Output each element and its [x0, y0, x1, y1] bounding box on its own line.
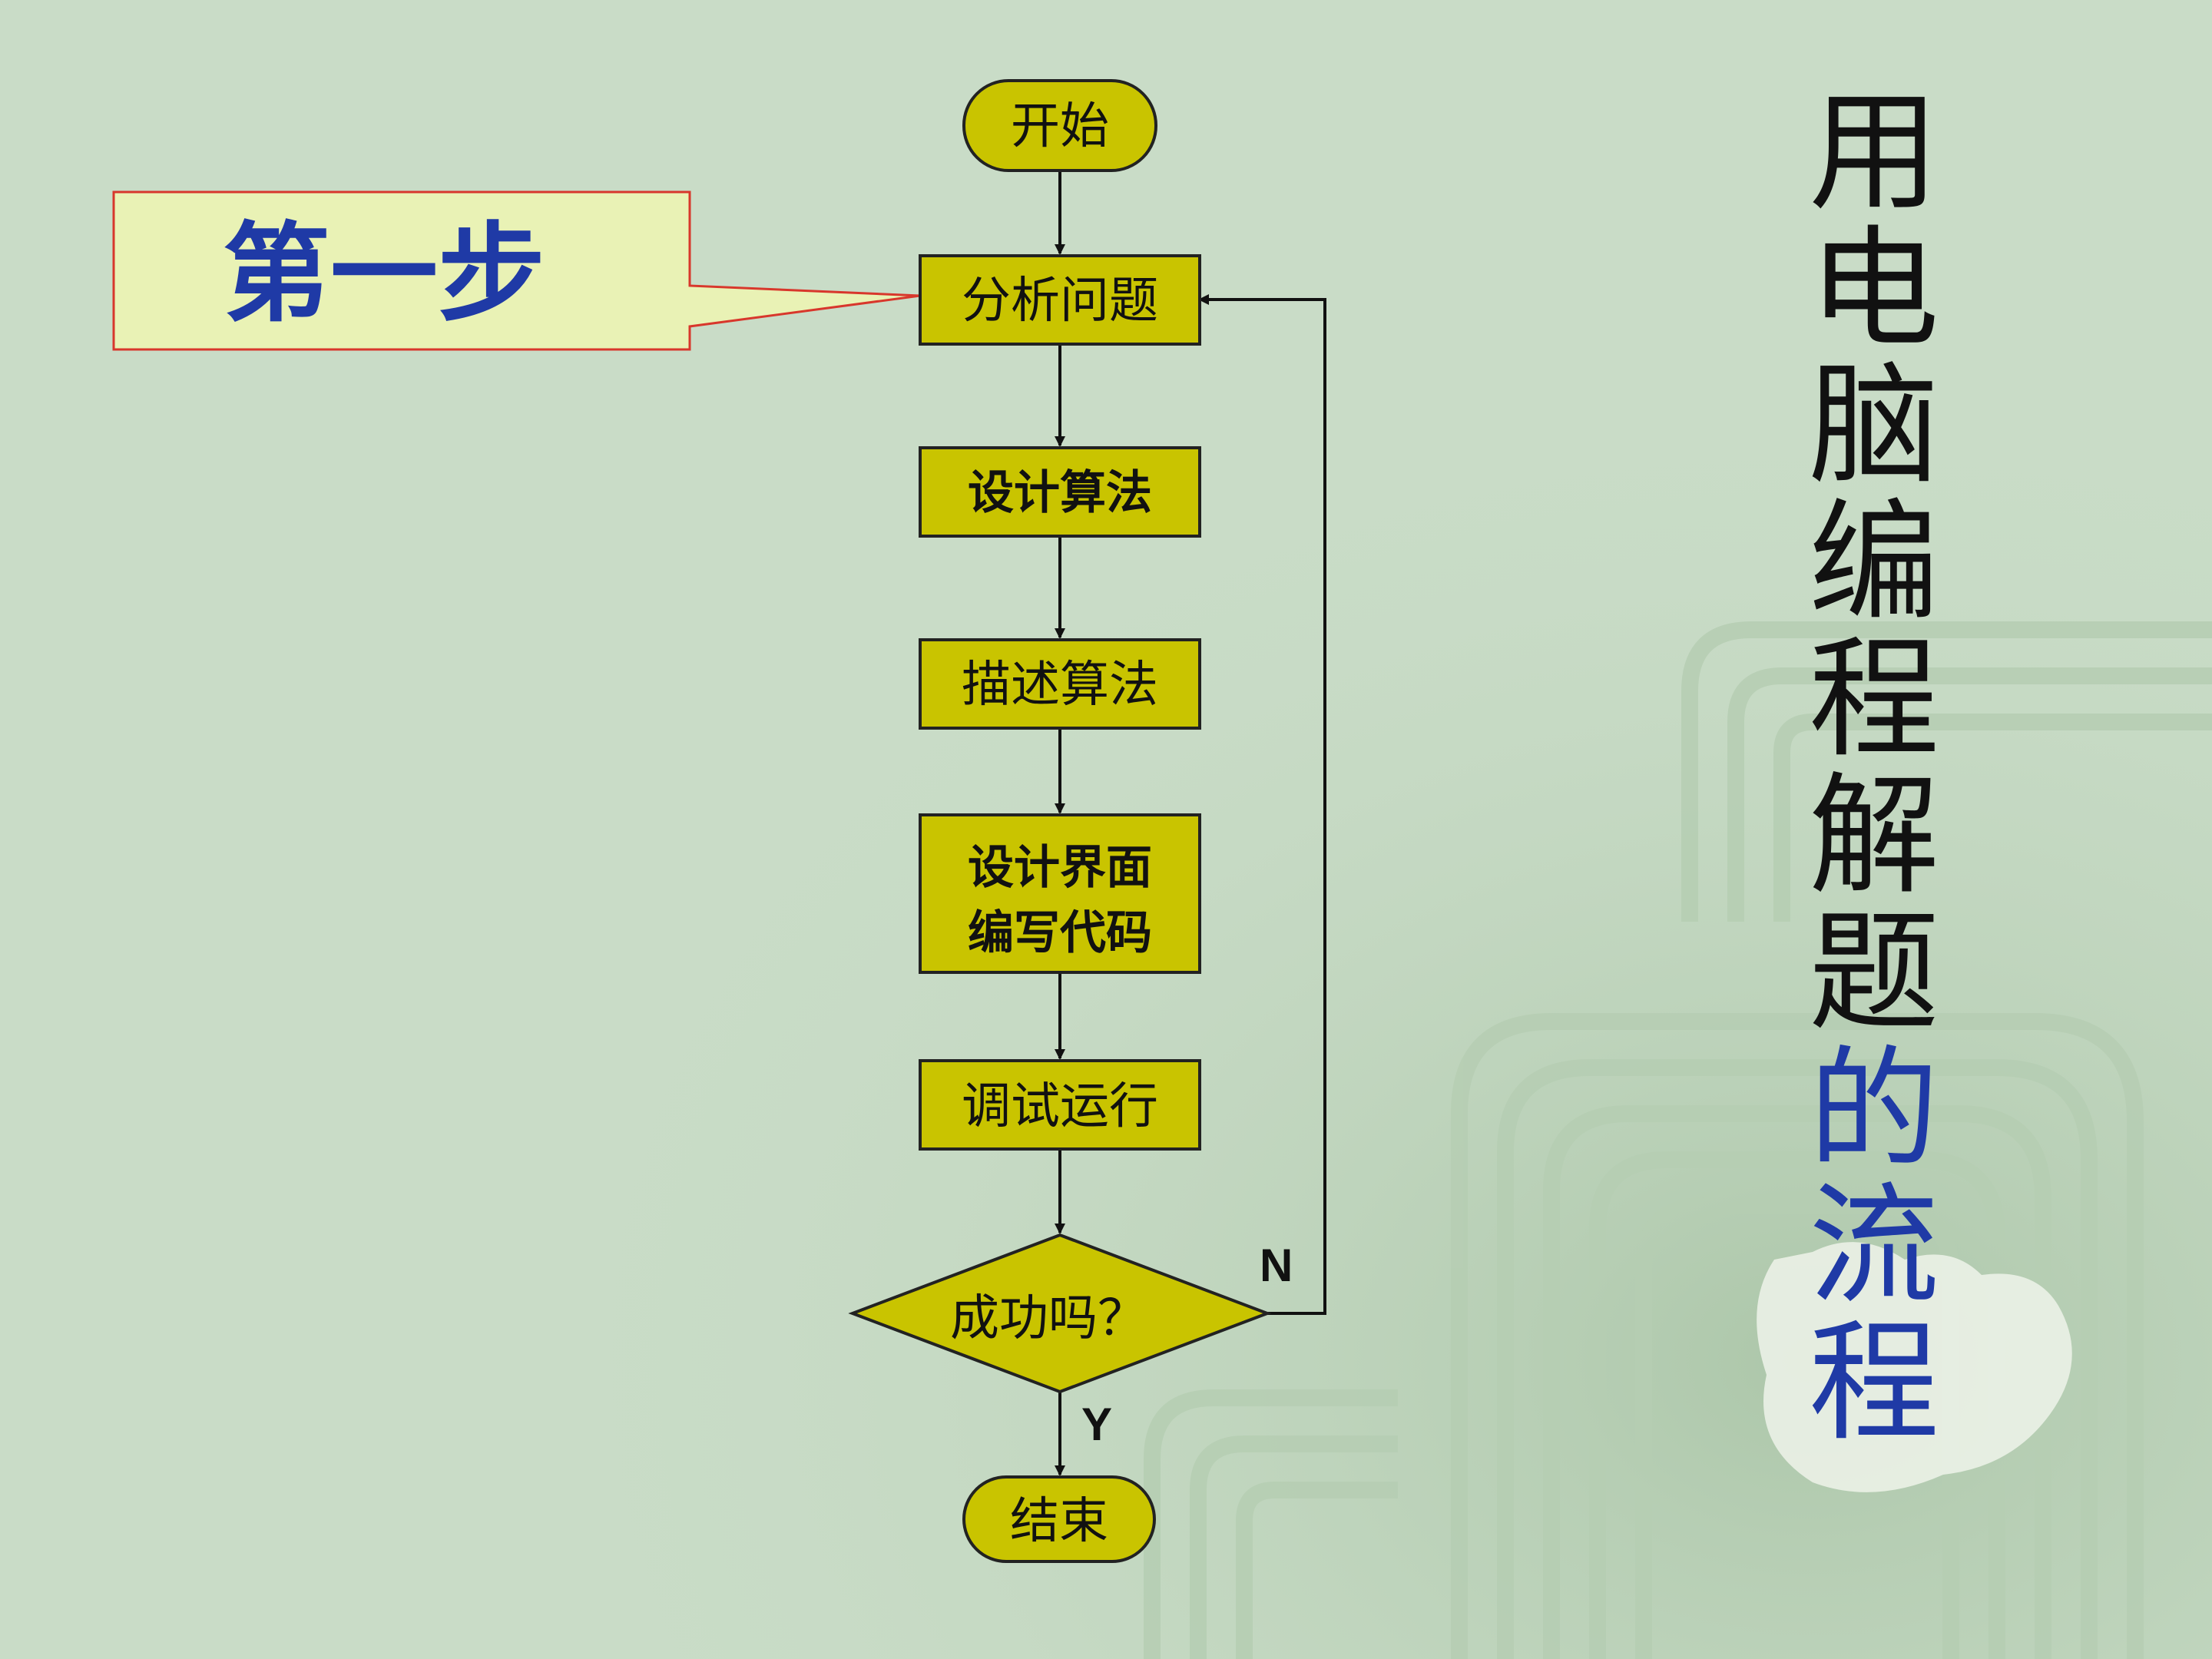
vertical-title: 用 电 脑 编 程 解 题 的 流 程: [1797, 84, 1951, 1452]
node-end: 结束: [962, 1475, 1156, 1563]
title-char-highlight: 流: [1808, 1171, 1939, 1323]
node-success-decision: 成功吗？: [848, 1233, 1272, 1394]
title-char-highlight: 程: [1808, 1307, 1939, 1459]
node-design-ui-label-2: 编写代码: [968, 906, 1152, 960]
title-char: 脑: [1808, 350, 1939, 502]
title-char: 解: [1808, 760, 1939, 912]
callout-box: [112, 190, 921, 351]
node-analyze-label: 分析问题: [962, 273, 1158, 329]
title-char: 用: [1808, 77, 1939, 229]
node-describe-algo: 描述算法: [919, 638, 1201, 730]
node-success-label: 成功吗？: [950, 1290, 1147, 1347]
title-char: 题: [1808, 897, 1939, 1049]
node-describe-algo-label: 描述算法: [962, 657, 1158, 714]
title-char: 编: [1808, 487, 1939, 639]
node-start: 开始: [962, 79, 1157, 172]
edge-success-analyze-loop: [1198, 294, 1326, 1315]
node-start-label: 开始: [1011, 98, 1109, 155]
node-design-algo-label: 设计算法: [968, 466, 1152, 520]
title-char: 电: [1808, 214, 1939, 366]
node-debug-label: 调试运行: [962, 1078, 1158, 1135]
node-design-ui: 设计界面 编写代码: [919, 813, 1201, 974]
node-debug: 调试运行: [919, 1059, 1201, 1151]
node-design-algo: 设计算法: [919, 446, 1201, 538]
node-analyze: 分析问题: [919, 254, 1201, 346]
node-design-ui-label-1: 设计界面: [968, 841, 1152, 895]
callout-text: 第一步: [223, 211, 545, 337]
title-char: 程: [1808, 624, 1939, 776]
title-char-highlight: 的: [1808, 1034, 1939, 1186]
node-end-label: 结束: [1010, 1493, 1108, 1550]
edge-label-n: N: [1260, 1240, 1293, 1291]
dragon-ornament-icon: [1757, 1242, 2072, 1492]
step-callout: 第一步: [112, 190, 921, 351]
edge-label-y: Y: [1081, 1399, 1112, 1450]
edges: [1055, 171, 1326, 1476]
